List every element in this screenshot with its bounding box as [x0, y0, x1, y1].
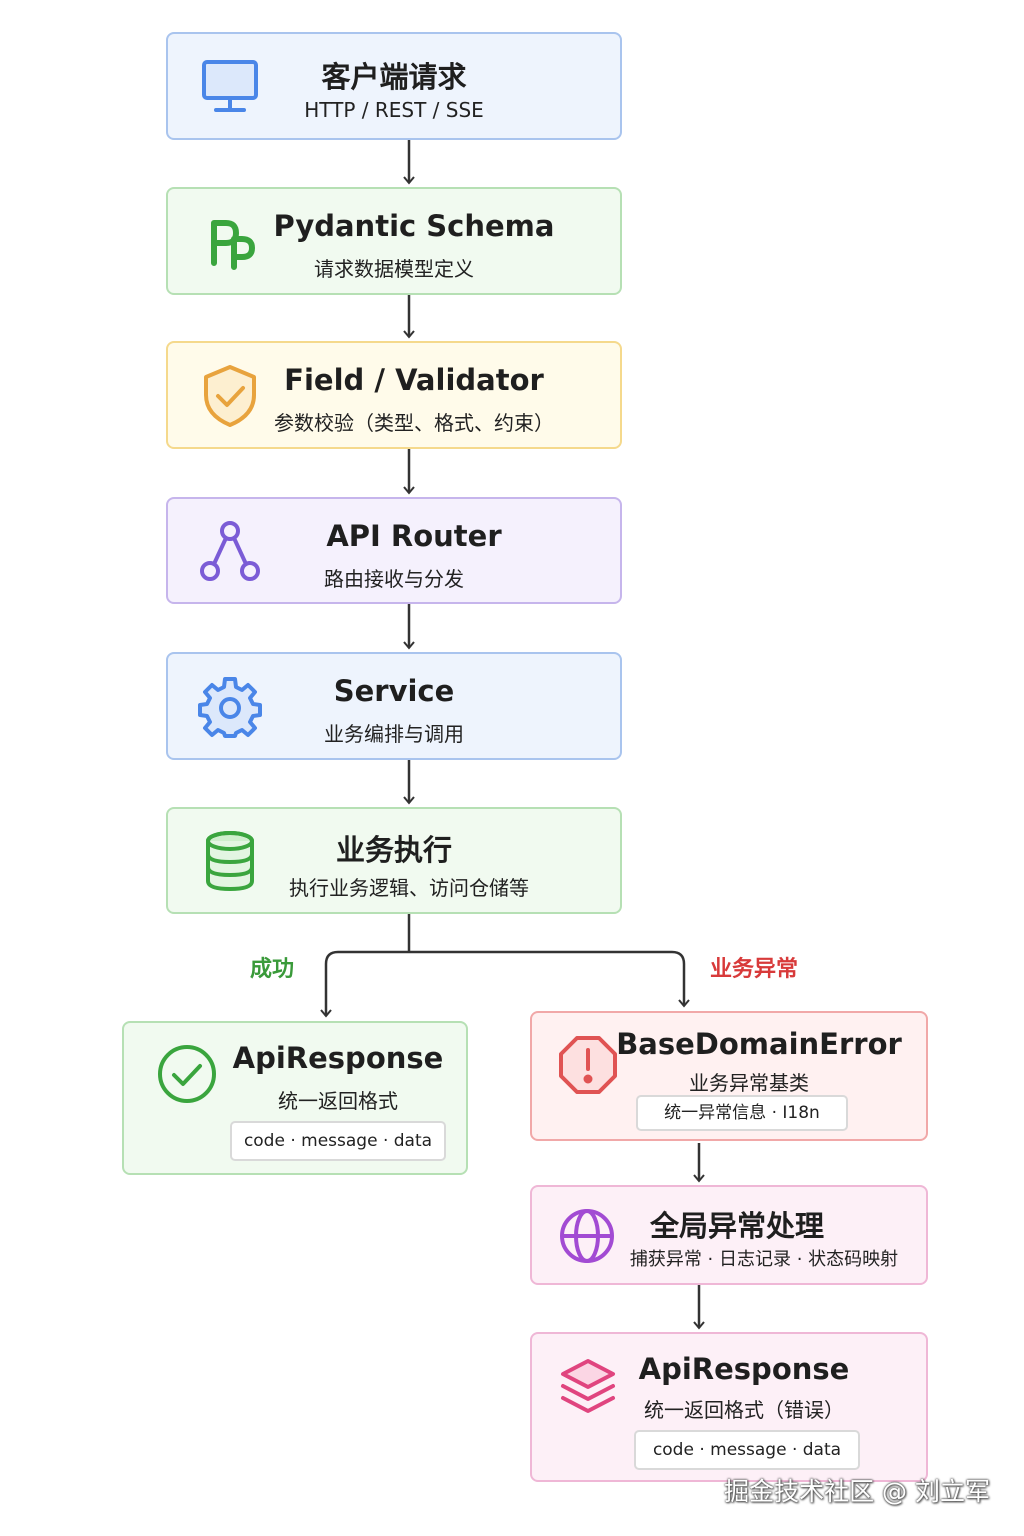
watermark: 掘金技术社区 @ 刘立军	[724, 1477, 990, 1506]
node-title: Pydantic Schema	[273, 209, 555, 243]
node-api-router: API Router 路由接收与分发	[166, 497, 622, 604]
edge-label-business-error: 业务异常	[710, 957, 799, 982]
response-fields-tag: code · message · data	[230, 1121, 446, 1161]
arrow-to-error	[409, 950, 690, 1008]
node-pydantic-schema: Pydantic Schema 请求数据模型定义	[166, 187, 622, 295]
database-icon	[198, 829, 262, 897]
node-base-domain-error: BaseDomainError 业务异常基类 统一异常信息 · I18n	[530, 1011, 928, 1141]
branch-icon	[198, 519, 262, 587]
response-fields-tag: code · message · data	[634, 1430, 860, 1470]
node-title: BaseDomainError	[616, 1027, 902, 1061]
layers-icon	[558, 1356, 618, 1420]
node-subtitle: 统一返回格式（错误）	[644, 1398, 844, 1422]
edge-label-success: 成功	[250, 957, 295, 982]
check-circle-icon	[156, 1043, 218, 1109]
node-title: ApiResponse	[232, 1041, 444, 1075]
node-title: ApiResponse	[638, 1352, 850, 1386]
node-client-request: 客户端请求 HTTP / REST / SSE	[166, 32, 622, 140]
node-subtitle: HTTP / REST / SSE	[304, 98, 484, 122]
node-subtitle: 业务异常基类	[689, 1071, 809, 1095]
node-field-validator: Field / Validator 参数校验（类型、格式、约束）	[166, 341, 622, 449]
node-title: API Router	[326, 519, 502, 553]
node-subtitle: 参数校验（类型、格式、约束）	[274, 411, 554, 435]
node-subtitle: 路由接收与分发	[324, 567, 464, 591]
node-api-response-error: ApiResponse 统一返回格式（错误） code · message · …	[530, 1332, 928, 1482]
arrow-to-success	[320, 950, 409, 1018]
node-global-exception-handler: 全局异常处理 捕获异常 · 日志记录 · 状态码映射	[530, 1185, 928, 1285]
node-title: 客户端请求	[321, 60, 467, 94]
node-subtitle: 统一返回格式	[278, 1089, 398, 1113]
alert-octagon-icon	[558, 1035, 618, 1099]
monitor-icon	[198, 56, 262, 124]
node-api-response-success: ApiResponse 统一返回格式 code · message · data	[122, 1021, 468, 1175]
node-subtitle: 业务编排与调用	[324, 722, 464, 746]
node-subtitle: 执行业务逻辑、访问仓储等	[289, 876, 529, 900]
node-business-execute: 业务执行 执行业务逻辑、访问仓储等	[166, 807, 622, 914]
node-subtitle: 请求数据模型定义	[314, 257, 474, 281]
globe-icon	[558, 1207, 616, 1269]
gear-icon	[198, 676, 262, 744]
node-title: 全局异常处理	[649, 1209, 824, 1243]
error-info-tag: 统一异常信息 · I18n	[636, 1095, 848, 1131]
node-title: Service	[333, 674, 455, 708]
node-title: 业务执行	[335, 833, 452, 867]
shield-check-icon	[198, 363, 262, 433]
pydantic-logo-icon	[198, 213, 262, 277]
node-title: Field / Validator	[284, 363, 544, 397]
node-service: Service 业务编排与调用	[166, 652, 622, 760]
node-subtitle: 捕获异常 · 日志记录 · 状态码映射	[629, 1249, 899, 1270]
